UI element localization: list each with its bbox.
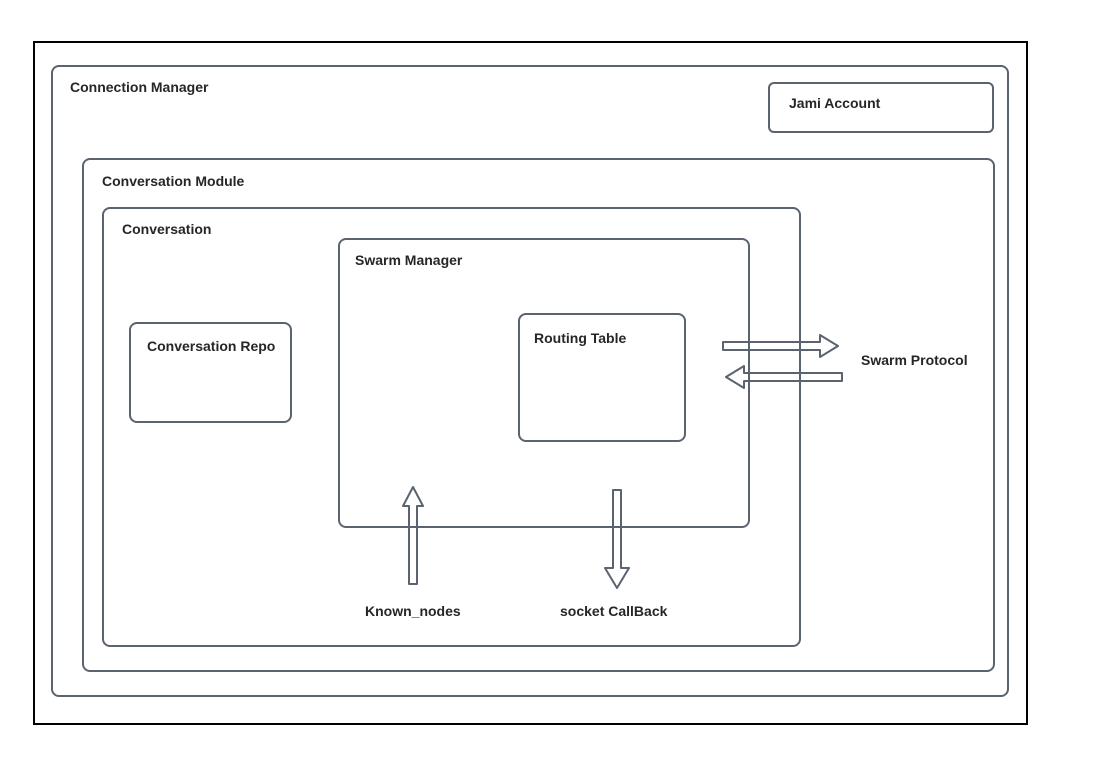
connection-manager-label: Connection Manager (70, 79, 209, 95)
conversation-module-label: Conversation Module (102, 173, 245, 189)
box-conversation-repo: Conversation Repo (129, 322, 292, 423)
box-routing-table: Routing Table (518, 313, 686, 442)
outer-frame (33, 41, 1028, 725)
swarm-protocol-label: Swarm Protocol (861, 352, 968, 368)
known-nodes-label: Known_nodes (365, 603, 461, 619)
box-jami-account: Jami Account (768, 82, 994, 133)
routing-table-label: Routing Table (534, 330, 627, 346)
swarm-manager-label: Swarm Manager (355, 252, 463, 268)
conversation-label: Conversation (122, 221, 212, 237)
box-conversation: Conversation (102, 207, 801, 647)
conversation-repo-label: Conversation Repo (147, 338, 276, 354)
box-conversation-module: Conversation Module (82, 158, 995, 672)
socket-callback-label: socket CallBack (560, 603, 668, 619)
box-connection-manager: Connection Manager (51, 65, 1009, 697)
jami-account-label: Jami Account (789, 95, 881, 111)
